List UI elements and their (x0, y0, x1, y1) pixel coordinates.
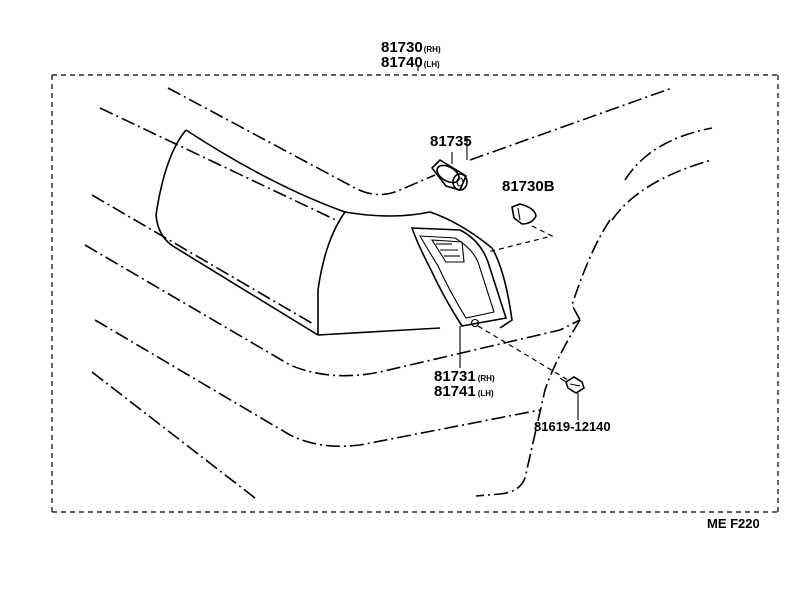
bumper-corner (155, 129, 513, 336)
label-assembly-rh: 81730(RH) (381, 39, 441, 56)
bulb-icon (487, 203, 554, 253)
assembly-boundary-box (51, 66, 779, 513)
label-lens-rh: 81731(RH) (434, 368, 495, 385)
figure-code: ME F220 (707, 516, 760, 531)
label-assembly-lh: 81740(LH) (381, 54, 440, 71)
car-body-outline (84, 87, 713, 499)
label-screw: 81619-12140 (534, 419, 611, 434)
label-bulb: 81730B (502, 178, 555, 195)
screw-icon (559, 376, 585, 420)
label-socket: 81735 (430, 133, 472, 150)
label-lens-lh: 81741(LH) (434, 383, 494, 400)
socket-icon (430, 152, 468, 191)
leader-lines (459, 137, 569, 381)
side-marker-lens (410, 227, 508, 328)
